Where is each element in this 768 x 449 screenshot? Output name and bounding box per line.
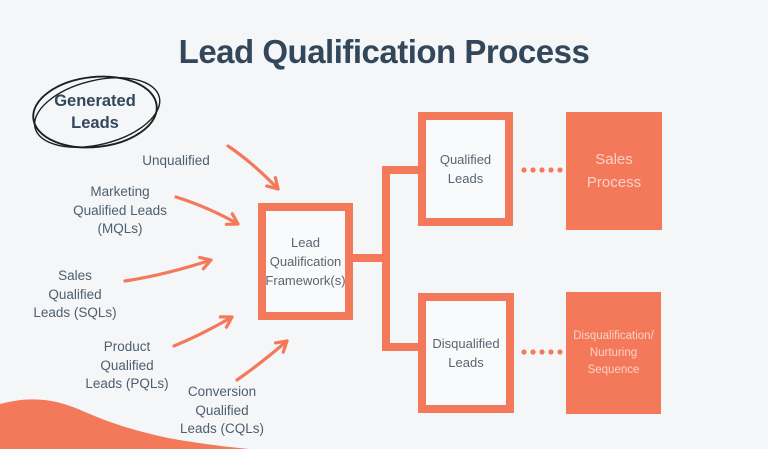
generated-leads-line: Generated: [54, 92, 136, 110]
dotted-connector-bottom: [521, 349, 563, 355]
arrow-pqls: [172, 315, 234, 348]
disqualification-nurturing-box: Disqualification/ Nurturing Sequence: [566, 292, 661, 414]
label-line: Unqualified: [142, 153, 210, 168]
box-line: Disqualification/: [573, 329, 654, 342]
label-line: Leads (SQLs): [33, 305, 117, 320]
label-line: Sales: [58, 268, 92, 283]
generated-leads-ellipse: [32, 75, 161, 149]
connector-lines: [353, 166, 418, 351]
wave-decoration: [0, 399, 250, 449]
box-line: Leads: [448, 355, 484, 370]
dotted-connector-top: [521, 167, 563, 173]
lead-qualification-framework-box: Lead Qualification Framework(s): [258, 203, 353, 320]
box-line: Qualified: [439, 152, 492, 167]
source-label-sqls: Sales Qualified Leads (SQLs): [15, 267, 135, 323]
box-line: Nurturing: [589, 346, 638, 359]
generated-leads-line: Leads: [71, 114, 119, 132]
source-label-mqls: Marketing Qualified Leads (MQLs): [50, 183, 190, 239]
arrow-mqls: [174, 195, 240, 226]
label-line: Marketing: [90, 184, 150, 199]
label-line: Leads (PQLs): [85, 376, 169, 391]
label-line: Conversion: [187, 384, 257, 399]
arrow-cqls: [235, 339, 289, 382]
source-label-unqualified: Unqualified: [116, 152, 236, 171]
disqualified-leads-box: Disqualified Leads: [418, 293, 514, 413]
label-line: Leads (CQLs): [179, 421, 265, 436]
box-line: Qualification: [269, 254, 342, 269]
arrow-sqls: [123, 255, 213, 283]
label-line: Product: [103, 339, 151, 354]
box-line: Sales: [595, 151, 633, 168]
box-line: Disqualified: [432, 336, 500, 351]
box-line: Process: [586, 174, 642, 191]
generated-leads-label: Generated Leads: [35, 90, 155, 134]
label-line: Qualified: [100, 357, 154, 373]
box-line: Leads: [447, 171, 484, 186]
box-line: Sequence: [587, 363, 640, 376]
source-label-cqls: Conversion Qualified Leads (CQLs): [152, 383, 292, 439]
label-line: Qualified: [195, 402, 249, 418]
label-line: Qualified: [48, 286, 102, 302]
qualified-leads-box: Qualified Leads: [418, 112, 513, 226]
arrow-unqualified: [226, 144, 280, 191]
box-line: Framework(s): [265, 273, 346, 288]
label-line: Qualified Leads: [73, 202, 167, 218]
box-line: Lead: [291, 235, 320, 250]
label-line: (MQLs): [97, 221, 143, 236]
page-title: Lead Qualification Process: [178, 33, 590, 70]
source-label-pqls: Product Qualified Leads (PQLs): [57, 338, 197, 394]
sales-process-box: Sales Process: [566, 112, 662, 230]
